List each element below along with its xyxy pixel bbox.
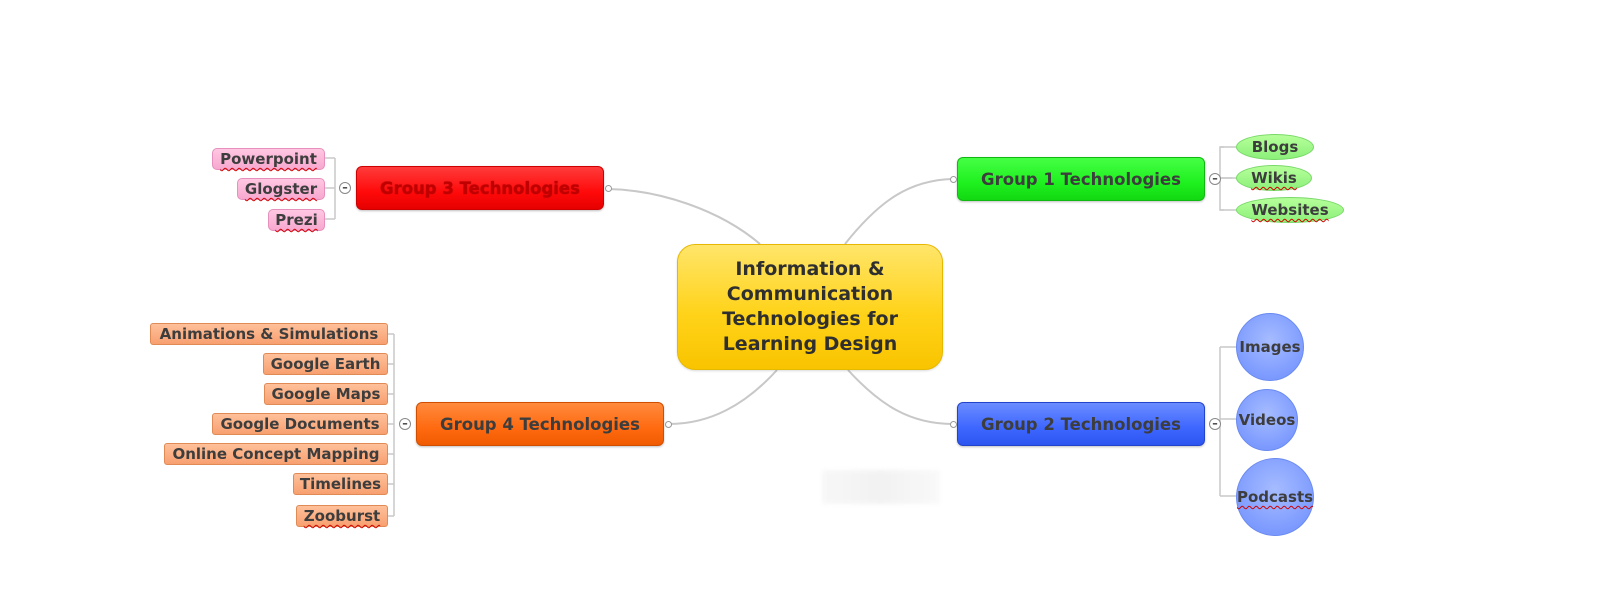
connector-group-3 [607,188,761,245]
leaf-zooburst[interactable]: Zooburst [296,505,388,527]
leaf-wikis[interactable]: Wikis [1236,165,1312,191]
group-3-label: Group 3 Technologies [380,178,580,198]
bracket-group-4 [388,333,395,517]
group-1-label: Group 1 Technologies [981,169,1181,189]
leaf-google-maps[interactable]: Google Maps [264,383,388,405]
central-line-2: Communication [726,283,894,305]
connector-group-1 [844,178,954,245]
group-3-topic[interactable]: Group 3 Technologies [356,166,604,210]
group-2-topic[interactable]: Group 2 Technologies [957,402,1205,446]
connector-dot-group-3 [605,185,612,192]
central-topic[interactable]: Information & Communication Technologies… [677,244,943,370]
leaf-online-concept-mapping[interactable]: Online Concept Mapping [164,443,388,465]
leaf-prezi[interactable]: Prezi [268,209,325,231]
connector-dot-group-4 [665,421,672,428]
central-line-4: Learning Design [722,333,898,355]
leaf-glogster[interactable]: Glogster [237,178,325,200]
leaf-google-documents[interactable]: Google Documents [212,413,388,435]
collapse-group-4-toggle[interactable]: – [399,418,411,430]
leaf-animations-simulations[interactable]: Animations & Simulations [150,323,388,345]
leaf-videos[interactable]: Videos [1236,389,1298,451]
leaf-timelines[interactable]: Timelines [293,473,388,495]
leaf-websites[interactable]: Websites [1236,197,1344,223]
collapse-group-3-toggle[interactable]: – [339,182,351,194]
bracket-group-3 [325,157,336,220]
group-4-topic[interactable]: Group 4 Technologies [416,402,664,446]
central-line-3: Technologies for [722,308,898,330]
connector-dot-group-2 [950,421,957,428]
collapse-group-2-toggle[interactable]: – [1209,418,1221,430]
central-line-1: Information & [735,258,885,280]
collapse-group-1-toggle[interactable]: – [1209,173,1221,185]
leaf-images[interactable]: Images [1236,313,1304,381]
blurred-artifact [822,470,940,504]
group-4-label: Group 4 Technologies [440,414,640,434]
connector-group-2 [847,369,954,425]
leaf-blogs[interactable]: Blogs [1236,134,1314,160]
connector-group-4 [668,369,778,425]
group-2-label: Group 2 Technologies [981,414,1181,434]
leaf-powerpoint[interactable]: Powerpoint [212,148,325,170]
leaf-podcasts[interactable]: Podcasts [1236,458,1314,536]
group-1-topic[interactable]: Group 1 Technologies [957,157,1205,201]
leaf-google-earth[interactable]: Google Earth [263,353,388,375]
connector-dot-group-1 [950,176,957,183]
